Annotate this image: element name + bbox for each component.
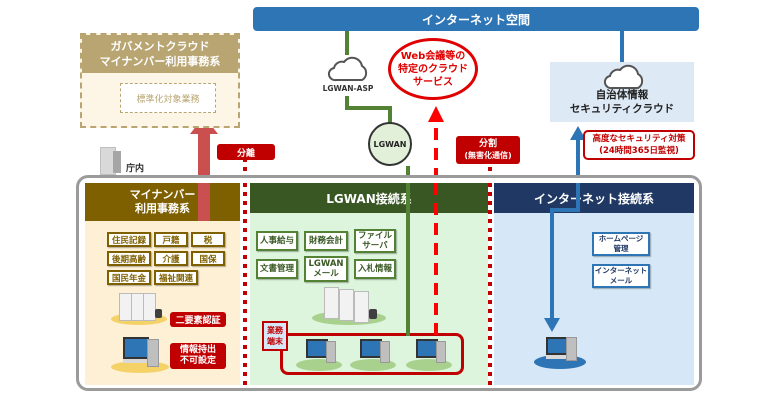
lgwan-section: LGWAN接続系 人事給与 財務会計 ファイル サーバ 文書管理 LGWAN メ… (250, 183, 488, 385)
service-line2: メール (313, 269, 339, 279)
service-file-server: ファイル サーバ (354, 229, 396, 253)
computer-icon (296, 337, 342, 371)
internet-section: インターネット接続系 ホームページ 管理 インターネット メール (494, 183, 694, 385)
service-tax: 税 (191, 232, 225, 247)
service-family-register: 戸籍 (154, 232, 188, 247)
service-line1: ホームページ (598, 234, 644, 243)
lgwan-node: LGWAN (368, 122, 412, 166)
government-cloud-box: ガバメントクラウド マイナンバー利用事務系 標準化対象業務 (80, 33, 240, 128)
service-welfare: 福祉関連 (154, 270, 198, 285)
web-meeting-line3: サービス (413, 76, 453, 88)
arrow-up-to-web-meeting (428, 106, 444, 122)
computer-icon (534, 335, 586, 369)
security-cloud-line2: セキュリティクラウド (569, 103, 675, 115)
service-line2: 管理 (613, 244, 629, 253)
internet-space-bar: インターネット空間 (253, 7, 699, 31)
government-cloud-header: ガバメントクラウド マイナンバー利用事務系 (82, 35, 238, 73)
service-line1: 財務会計 (308, 236, 343, 246)
business-terminals-group (280, 333, 464, 375)
lgwan-asp-label: LGWAN-ASP (322, 84, 374, 93)
computer-icon (111, 333, 169, 373)
mynumber-section-header: マイナンバー 利用事務系 (85, 183, 240, 221)
service-resident-records: 住民記録 (107, 232, 151, 247)
web-meeting-line1: Web会議等の (400, 50, 466, 62)
service-lgwan-mail: LGWAN メール (304, 256, 348, 282)
service-line2: メール (609, 276, 633, 285)
cloud-icon (327, 56, 368, 82)
lgwan-asp-node: LGWAN-ASP (318, 54, 378, 98)
service-document-management: 文書管理 (256, 259, 298, 279)
server-icon (312, 285, 386, 325)
security-measures-note: 高度なセキュリティ対策 (24時間365日監視) (583, 130, 695, 160)
terminal-label-line1: 業務 (267, 326, 283, 335)
lgwan-section-title: LGWAN接続系 (326, 191, 412, 206)
service-homepage-management: ホームページ 管理 (592, 232, 650, 256)
separation-label: 分離 (236, 148, 255, 159)
computer-icon (406, 337, 452, 371)
internet-section-header: インターネット接続系 (494, 183, 694, 213)
government-cloud-subtitle: マイナンバー利用事務系 (99, 55, 221, 68)
lgwan-section-header: LGWAN接続系 (250, 183, 488, 213)
cloud-icon (603, 64, 644, 90)
division-label: 分割 (478, 139, 497, 149)
separation-badge: 分離 (217, 144, 275, 160)
security-note-line1: 高度なセキュリティ対策 (592, 134, 686, 144)
service-line1: 文書管理 (259, 264, 294, 274)
premises-label: 庁内 (126, 164, 145, 174)
service-nursing-care: 介護 (154, 251, 188, 266)
two-factor-auth-badge: 二要素認証 (170, 312, 226, 327)
security-cloud-label: 自治体情報 セキュリティクラウド (550, 88, 694, 116)
arrow-up-to-security-cloud (570, 126, 586, 140)
mynumber-section: マイナンバー 利用事務系 住民記録 戸籍 税 後期高齢 介護 国保 国民年金 福… (85, 183, 240, 385)
terminal-label-line2: 端末 (267, 337, 283, 346)
internet-space-label: インターネット空間 (421, 12, 530, 27)
service-internet-mail: インターネット メール (592, 264, 650, 288)
service-bid-info: 入札情報 (354, 259, 396, 279)
service-national-pension: 国民年金 (107, 270, 151, 285)
service-line2: サーバ (362, 241, 388, 251)
web-meeting-line2: 特定のクラウド (398, 63, 468, 75)
mynumber-title-line1: マイナンバー (129, 188, 196, 201)
security-cloud-line1: 自治体情報 (595, 89, 649, 101)
server-icon (111, 291, 167, 325)
service-line1: 入札情報 (357, 264, 392, 274)
service-line1: LGWAN (308, 259, 344, 269)
business-terminal-label: 業務 端末 (262, 321, 288, 351)
service-accounting: 財務会計 (304, 231, 348, 251)
service-line1: 人事給与 (259, 236, 294, 246)
government-cloud-title: ガバメントクラウド (110, 40, 210, 53)
no-export-line2: 不可設定 (179, 356, 216, 366)
service-line1: ファイル (357, 231, 392, 241)
no-data-export-badge: 情報持出 不可設定 (170, 343, 226, 369)
lgwan-line-mid (345, 96, 392, 124)
building-icon (100, 145, 122, 175)
standardization-target-box: 標準化対象業務 (120, 83, 216, 113)
internet-section-title: インターネット接続系 (533, 191, 654, 206)
service-line1: インターネット (594, 266, 648, 275)
lgwan-node-label: LGWAN (373, 139, 407, 149)
web-meeting-cloud-services: Web会議等の 特定のクラウド サービス (388, 38, 478, 100)
service-elderly: 後期高齢 (107, 251, 151, 266)
security-note-line2: (24時間365日監視) (599, 146, 679, 156)
service-payroll: 人事給与 (256, 231, 298, 251)
service-health-insurance: 国保 (191, 251, 225, 266)
no-export-line1: 情報持出 (179, 345, 216, 355)
division-badge: 分割 (無害化通信) (456, 136, 520, 164)
security-cloud-box: 自治体情報 セキュリティクラウド (550, 62, 694, 122)
division-sublabel: (無害化通信) (464, 151, 512, 160)
standardization-target-label: 標準化対象業務 (136, 94, 200, 105)
computer-icon (350, 337, 396, 371)
mynumber-title-line2: 利用事務系 (135, 202, 190, 215)
